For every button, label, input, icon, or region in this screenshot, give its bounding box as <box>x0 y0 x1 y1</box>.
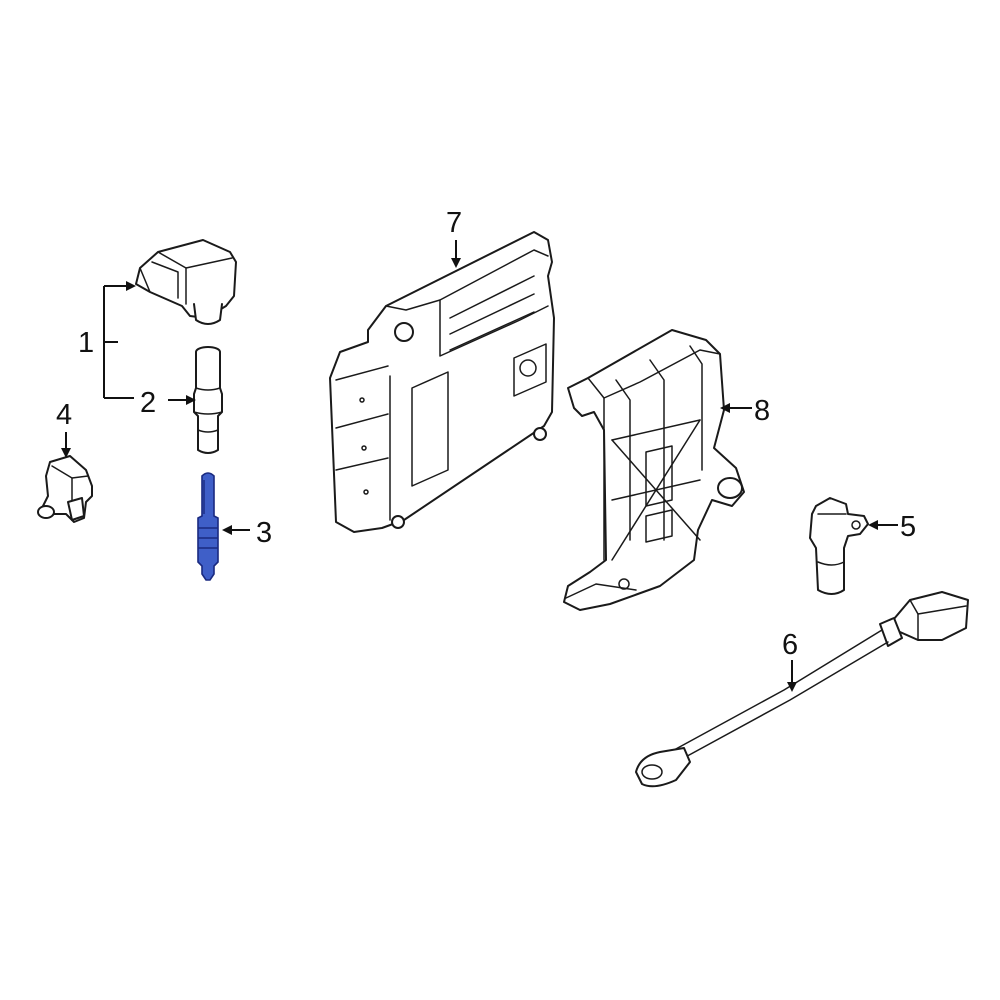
knock-sensor-part[interactable] <box>635 591 969 788</box>
callout-label-1: 1 <box>78 327 94 359</box>
callout-label-6: 6 <box>782 629 798 661</box>
camshaft-sensor-part[interactable] <box>37 455 93 523</box>
callout-label-8: 8 <box>754 395 770 427</box>
callout-label-2: 2 <box>140 387 156 419</box>
spark-plug-part[interactable] <box>197 472 219 581</box>
callout-label-3: 3 <box>256 517 272 549</box>
engine-control-module-part[interactable] <box>329 231 555 533</box>
ignition-coil-part[interactable] <box>135 239 237 325</box>
callout-8: 8 <box>720 395 770 427</box>
callout-label-5: 5 <box>900 511 916 543</box>
callout-3: 3 <box>222 517 272 549</box>
callout-1: 1 <box>78 281 136 399</box>
callout-6: 6 <box>782 629 798 692</box>
callout-7: 7 <box>446 207 462 268</box>
coil-boot-part[interactable] <box>193 346 223 454</box>
callout-label-7: 7 <box>446 207 462 239</box>
ecm-bracket-part[interactable] <box>563 329 745 611</box>
crankshaft-sensor-part[interactable] <box>809 497 869 595</box>
callout-5: 5 <box>868 511 916 543</box>
callout-label-4: 4 <box>56 399 72 431</box>
callout-2: 2 <box>140 387 196 419</box>
callout-4: 4 <box>56 399 72 458</box>
